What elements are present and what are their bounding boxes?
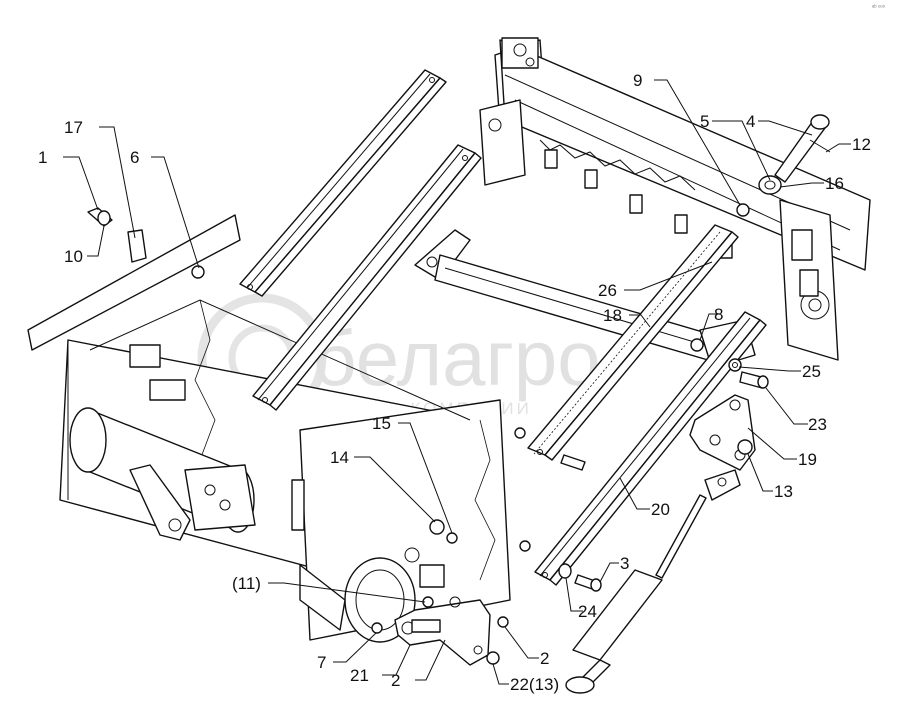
callout-12: 12: [852, 135, 871, 154]
callout-8: 8: [714, 305, 723, 324]
rail-20: [534, 311, 767, 586]
callout-9: 9: [633, 71, 642, 90]
callout-13: 13: [774, 482, 793, 501]
callout-5: 5: [700, 112, 709, 131]
callout-18: 18: [603, 306, 622, 325]
bracket-21: [394, 596, 491, 666]
hardware: [87, 114, 831, 665]
callout-10: 10: [64, 247, 83, 266]
callout-1: 1: [38, 148, 47, 167]
hydraulic-cylinder: [565, 469, 741, 694]
callout-7: 7: [317, 653, 326, 672]
main-frame: [27, 214, 511, 643]
callout-2-bottom: 2: [391, 671, 400, 690]
callout-25: 25: [802, 362, 821, 381]
callout-19: 19: [798, 450, 817, 469]
rack-rail-26: [527, 224, 739, 461]
callout-24: 24: [578, 602, 597, 621]
callout-3: 3: [620, 554, 629, 573]
watermark-brand: белагро: [312, 314, 601, 402]
callout-2-right: 2: [540, 649, 549, 668]
rear-frame: [479, 37, 871, 361]
leader-lines: [63, 79, 851, 685]
callout-21: 21: [350, 666, 369, 685]
callout-20: 20: [651, 500, 670, 519]
corner-mark: ᵃᵇ ᵒᵒᵒ: [872, 4, 886, 11]
callout-14: 14: [330, 448, 349, 467]
callout-6: 6: [130, 148, 139, 167]
callout-4: 4: [746, 112, 755, 131]
callout-16: 16: [825, 174, 844, 193]
callout-22-13: 22(13): [510, 675, 559, 694]
callout-26: 26: [598, 281, 617, 300]
callout-23: 23: [808, 415, 827, 434]
callout-11: (11): [232, 574, 261, 593]
callout-17: 17: [64, 118, 83, 137]
rail-upper-left: [239, 69, 447, 297]
rail-lower-left: [252, 144, 482, 411]
callout-labels: 1 17 6 10 9 5 4 12 16 26 18 8 25 23 15 1…: [38, 71, 871, 694]
callout-15: 15: [372, 414, 391, 433]
